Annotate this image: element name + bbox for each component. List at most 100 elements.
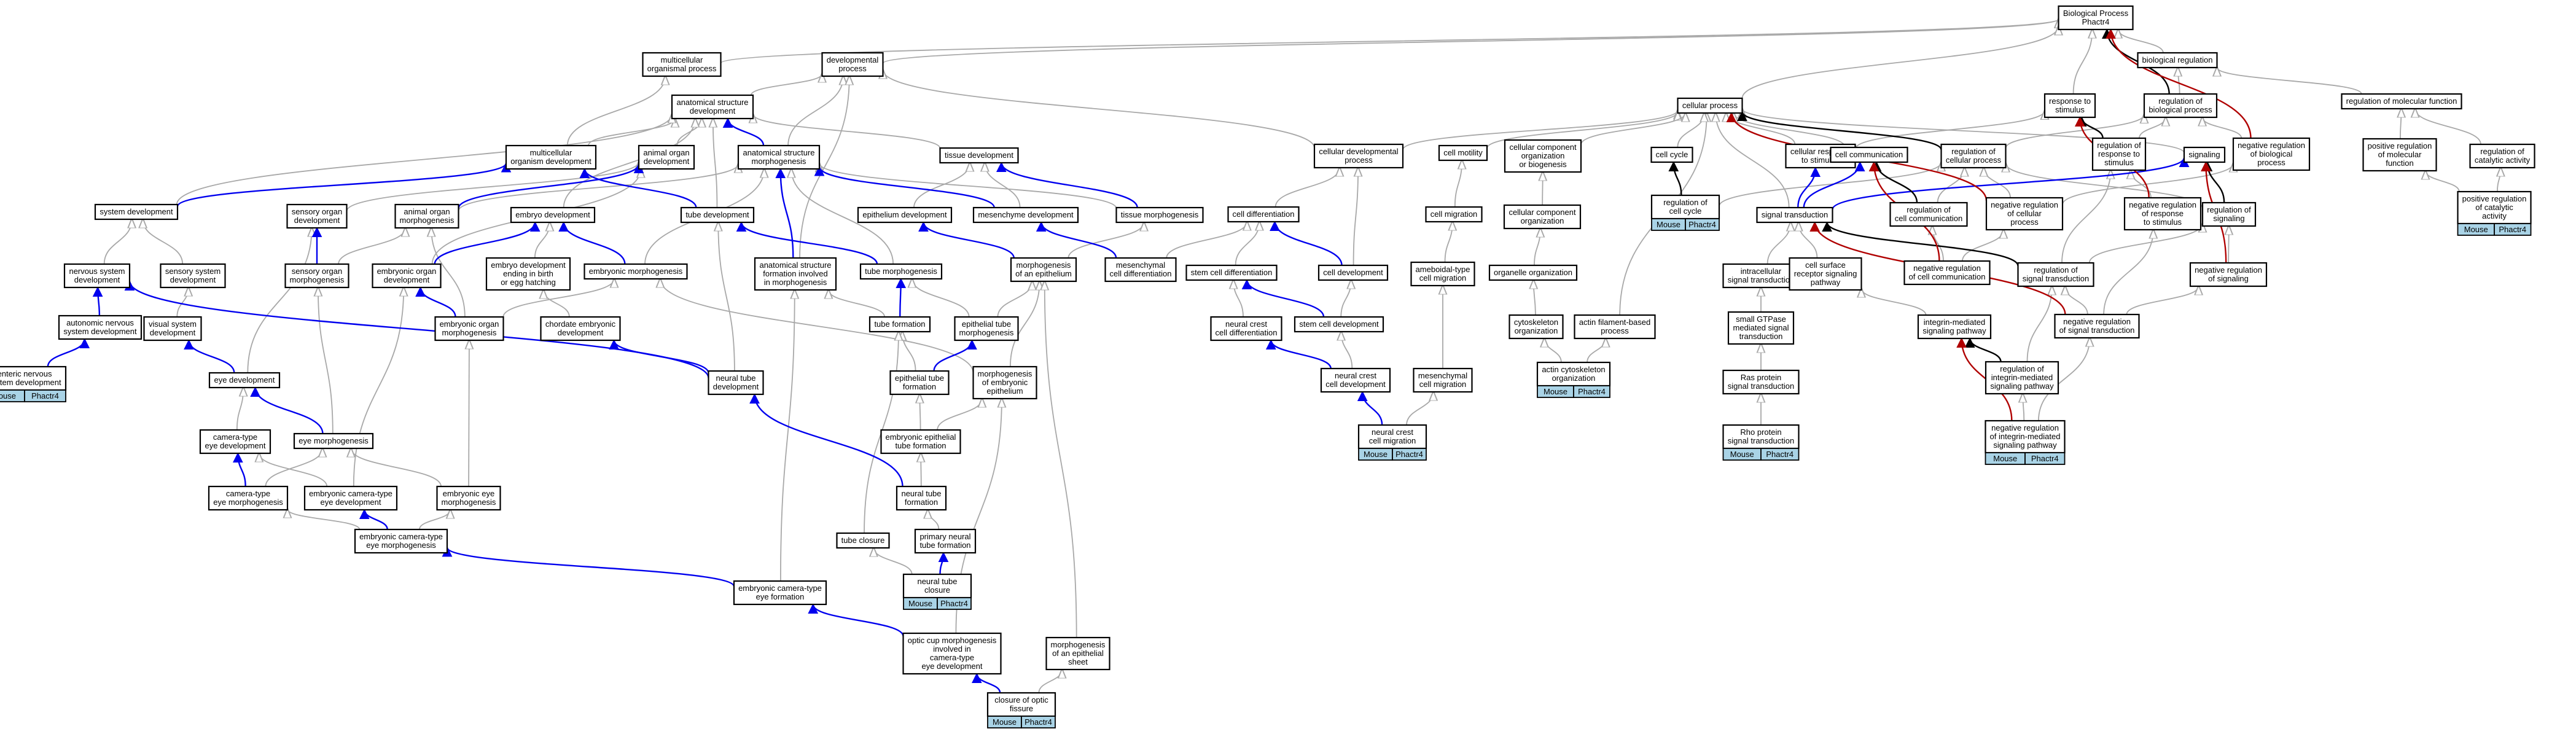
go-term-node-emb-morph[interactable]: embryonic morphogenesis	[584, 263, 688, 280]
go-term-node-mesenchyme-dev[interactable]: mesenchyme development	[972, 206, 1079, 224]
go-term-node-cell-motility[interactable]: cell motility	[1438, 144, 1488, 162]
go-term-node-tissue-dev[interactable]: tissue development	[939, 147, 1019, 164]
go-term-node-eye-dev[interactable]: eye development	[208, 372, 281, 389]
go-term-node-stem-cell-diff[interactable]: stem cell differentiation	[1185, 264, 1278, 281]
go-term-node-bio-reg[interactable]: biological regulation	[2137, 52, 2218, 69]
go-term-node-cell-dev[interactable]: cell development	[1317, 264, 1389, 281]
go-term-node-embryo-dev[interactable]: embryo development	[510, 206, 596, 224]
go-term-node-cell-migration[interactable]: cell migration	[1425, 206, 1483, 223]
go-term-node-tube-morph[interactable]: tube morphogenesis	[859, 263, 943, 280]
go-term-node-reg-mol-func[interactable]: regulation of molecular function	[2341, 93, 2462, 110]
go-term-node-stem-cell-dev[interactable]: stem cell development	[1294, 316, 1384, 333]
go-term-node-signaling[interactable]: signaling	[2183, 146, 2226, 163]
go-term-node-eye-morph[interactable]: eye morphogenesis	[293, 432, 374, 450]
go-term-node-tissue-morph[interactable]: tissue morphogenesis	[1115, 206, 1204, 224]
go-term-node-cellular-process[interactable]: cellular process	[1677, 97, 1743, 114]
go-term-node-cell-comm[interactable]: cell communication	[1830, 146, 1908, 163]
go-term-node-tube-dev[interactable]: tube development	[680, 206, 755, 224]
go-term-node-cell-diff[interactable]: cell differentiation	[1227, 206, 1300, 223]
go-term-node-signal-trans[interactable]: signal transduction	[1756, 206, 1833, 224]
go-term-node-organelle-org[interactable]: organelle organization	[1488, 264, 1578, 281]
go-term-node-tube-closure[interactable]: tube closure	[836, 532, 890, 549]
go-term-node-cell-cycle[interactable]: cell cycle	[1650, 146, 1693, 163]
go-term-node-tube-form[interactable]: tube formation	[868, 316, 931, 333]
go-term-node-epithelium-dev[interactable]: epithelium development	[857, 206, 953, 224]
go-term-node-system-dev[interactable]: system development	[94, 203, 179, 221]
